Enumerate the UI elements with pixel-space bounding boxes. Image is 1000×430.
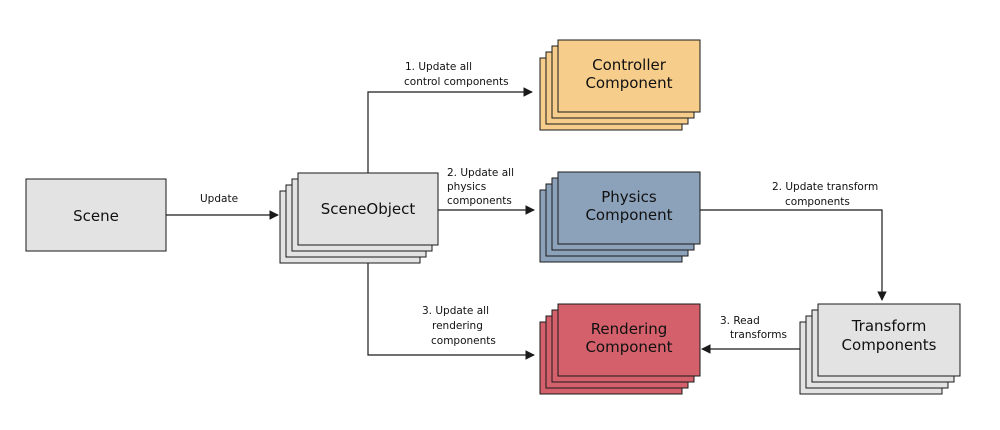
edge-label-rendering-line2: rendering: [432, 320, 483, 332]
arrow-transform: [700, 209, 887, 301]
edge-label-rendering-line1: 3. Update all: [422, 305, 489, 317]
physics-label-line2: Component: [585, 206, 672, 224]
scene-label: Scene: [73, 207, 119, 225]
transform-box: [817, 303, 961, 377]
transform-label-line1: Transform: [851, 317, 927, 335]
controller-label-line1: Controller: [592, 56, 667, 74]
edge-label-rendering-line3: components: [431, 335, 496, 347]
arrow-rendering: [367, 263, 535, 360]
controller-box: [557, 39, 701, 113]
scene-object-label: SceneObject: [321, 200, 416, 218]
edge-label-physics-line1: 2. Update all: [447, 167, 514, 179]
controller-label-line2: Component: [585, 74, 672, 92]
edge-label-read-line1: 3. Read: [720, 315, 760, 327]
transform-stack: Transform Components: [799, 303, 961, 395]
edge-label-controllers-line1: 1. Update all: [405, 61, 472, 73]
arrow-controllers: [367, 87, 533, 173]
edge-label-transform-line2: components: [785, 196, 850, 208]
edge-label-physics-line3: components: [447, 195, 512, 207]
physics-label-line1: Physics: [601, 188, 657, 206]
edge-label-transform-line1: 2. Update transform: [772, 181, 878, 193]
transform-label-line2: Components: [842, 336, 937, 354]
physics-stack: Physics Component: [539, 171, 701, 263]
arrows: [166, 87, 887, 360]
physics-box: [557, 171, 701, 245]
edge-label-controllers-line2: control components: [404, 76, 509, 88]
edge-label-physics-line2: physics: [447, 181, 486, 193]
rendering-stack: Rendering Component: [539, 303, 701, 395]
scene-node: Scene: [25, 178, 167, 252]
controller-stack: Controller Component: [539, 39, 701, 131]
edge-label-update: Update: [200, 193, 238, 205]
scene-object-box: [297, 172, 439, 246]
rendering-label-line1: Rendering: [591, 320, 668, 338]
rendering-box: [557, 303, 701, 377]
scene-object-stack: SceneObject: [279, 172, 439, 264]
scene-box: [25, 178, 167, 252]
rendering-label-line2: Component: [585, 338, 672, 356]
edge-label-read-line2: transforms: [730, 329, 787, 341]
